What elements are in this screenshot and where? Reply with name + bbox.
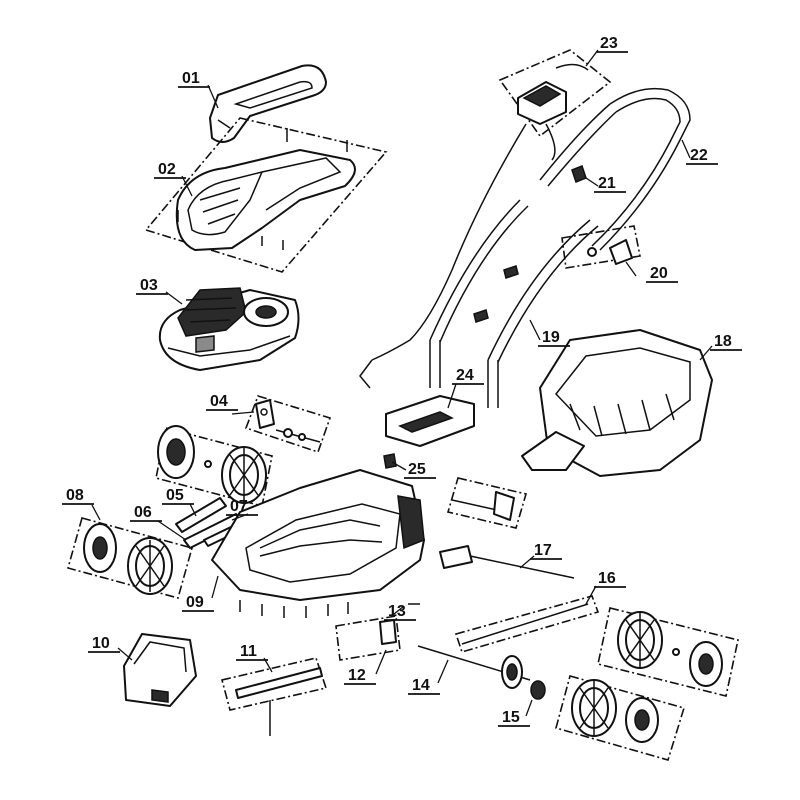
- label-03: 03: [140, 277, 158, 294]
- part-15-bushing: [530, 680, 546, 700]
- part-02-hood: [144, 117, 388, 273]
- label-23: 23: [600, 35, 618, 52]
- label-01: 01: [182, 70, 200, 87]
- wheel-group-rear-left: [155, 425, 273, 507]
- label-02: 02: [158, 161, 176, 178]
- part-16-rod: [454, 595, 600, 653]
- part-19-lower-handle: [429, 199, 599, 408]
- label-04: 04: [210, 393, 228, 410]
- label-13: 13: [388, 603, 406, 620]
- label-19: 19: [542, 329, 560, 346]
- part-09-deck: [211, 469, 425, 618]
- label-08: 08: [66, 487, 84, 504]
- part-11-blade: [221, 657, 328, 736]
- part-03-motor: [158, 287, 300, 371]
- wheel-group-rear-right: [597, 607, 739, 697]
- part-05-bar: [175, 497, 227, 533]
- label-25: 25: [408, 461, 426, 478]
- part-01-top-cover: [209, 64, 327, 143]
- label-10: 10: [92, 635, 110, 652]
- power-cable: [359, 123, 527, 389]
- label-17: 17: [534, 542, 552, 559]
- part-18-grass-catcher: [521, 329, 713, 477]
- wheel-group-front-left: [67, 517, 193, 599]
- label-09: 09: [186, 594, 204, 611]
- part-23-switch-box: [498, 49, 612, 161]
- labels: 01 02 03 04 05 06 07 08 09 10 11 12 13 1…: [62, 35, 742, 727]
- label-16: 16: [598, 570, 616, 587]
- part-14-axle: [417, 645, 531, 689]
- label-22: 22: [690, 147, 708, 164]
- part-22-upper-handle: [539, 87, 691, 251]
- part-21-knob: [571, 165, 587, 183]
- label-14: 14: [412, 677, 430, 694]
- label-07: 07: [230, 498, 248, 515]
- label-05: 05: [166, 487, 184, 504]
- part-10-rear-flap: [123, 633, 197, 707]
- label-20: 20: [650, 265, 668, 282]
- label-06: 06: [134, 504, 152, 521]
- label-24: 24: [456, 367, 474, 384]
- part-17-lever: [439, 545, 575, 579]
- part-24-battery: [385, 395, 475, 447]
- part-20-clamp: [561, 225, 641, 269]
- part-04-bracket: [244, 395, 332, 454]
- label-11: 11: [240, 643, 257, 660]
- bracket-group-right: [446, 477, 528, 529]
- part-12-clip: [335, 615, 401, 661]
- label-12: 12: [348, 667, 366, 684]
- leader-lines: [91, 49, 713, 717]
- label-21: 21: [598, 175, 616, 192]
- label-18: 18: [714, 333, 732, 350]
- label-15: 15: [502, 709, 520, 726]
- wheel-group-front-right: [555, 675, 686, 761]
- part-25-connector: [383, 453, 397, 469]
